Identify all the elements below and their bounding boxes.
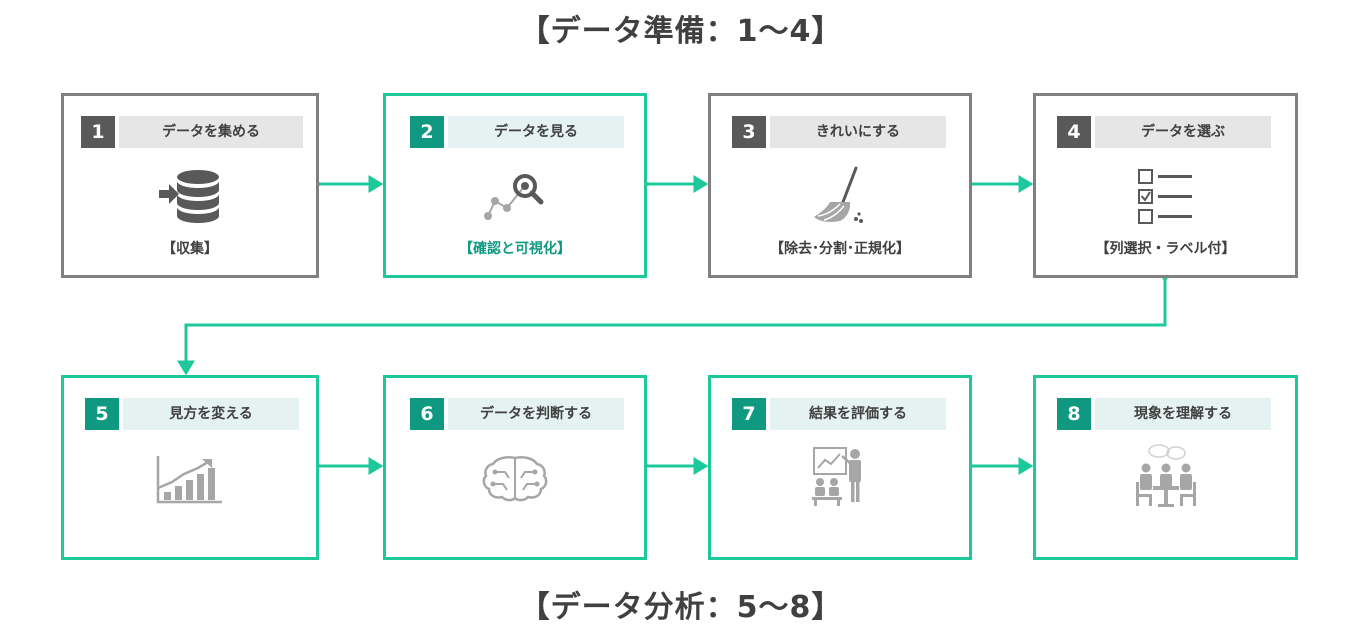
step-title: きれいにする xyxy=(770,116,946,148)
step-8-card: 8 現象を理解する xyxy=(1033,375,1298,560)
database-import-icon xyxy=(150,166,230,232)
meeting-icon xyxy=(1126,442,1206,514)
arrow-4-to-5 xyxy=(177,277,1167,376)
step-caption: 【収集】 xyxy=(162,241,218,257)
step-2-card: 2 データを見る 【確認と可視化】 xyxy=(383,93,647,278)
section-title-data-analysis: 【データ分析：5〜8】 xyxy=(519,590,843,625)
step-6-card: 6 データを判断する xyxy=(383,375,647,560)
brain-icon xyxy=(475,454,555,508)
step-title: 見方を変える xyxy=(123,398,299,430)
step-number-badge: 6 xyxy=(410,398,444,430)
step-number-badge: 4 xyxy=(1057,116,1091,148)
step-title: データを集める xyxy=(119,116,303,148)
step-number-badge: 3 xyxy=(732,116,766,148)
step-number-badge: 2 xyxy=(410,116,444,148)
step-5-card: 5 見方を変える xyxy=(61,375,319,560)
step-number-badge: 1 xyxy=(81,116,115,148)
step-number-badge: 8 xyxy=(1057,398,1091,430)
growth-chart-icon xyxy=(150,454,230,508)
step-title: データを判断する xyxy=(448,398,624,430)
step-caption: 【確認と可視化】 xyxy=(459,241,571,257)
checklist-icon xyxy=(1126,166,1206,232)
step-caption: 【列選択・ラベル付】 xyxy=(1095,241,1236,257)
step-caption: 【除去･分割･正規化】 xyxy=(770,241,910,257)
step-title: 現象を理解する xyxy=(1095,398,1271,430)
step-number-badge: 5 xyxy=(85,398,119,430)
section-title-data-preparation: 【データ準備：1〜4】 xyxy=(519,14,843,49)
step-1-card: 1 データを集める 【収集】 xyxy=(61,93,319,278)
step-title: データを見る xyxy=(448,116,624,148)
step-title: 結果を評価する xyxy=(770,398,946,430)
data-exploration-icon xyxy=(475,166,555,232)
step-4-card: 4 データを選ぶ 【列選択・ラベル付】 xyxy=(1033,93,1298,278)
presentation-icon xyxy=(800,444,880,512)
step-number-badge: 7 xyxy=(732,398,766,430)
step-7-card: 7 結果を評価する xyxy=(708,375,972,560)
step-3-card: 3 きれいにする 【除去･分割･正規化】 xyxy=(708,93,972,278)
step-title: データを選ぶ xyxy=(1095,116,1271,148)
broom-icon xyxy=(800,166,880,232)
